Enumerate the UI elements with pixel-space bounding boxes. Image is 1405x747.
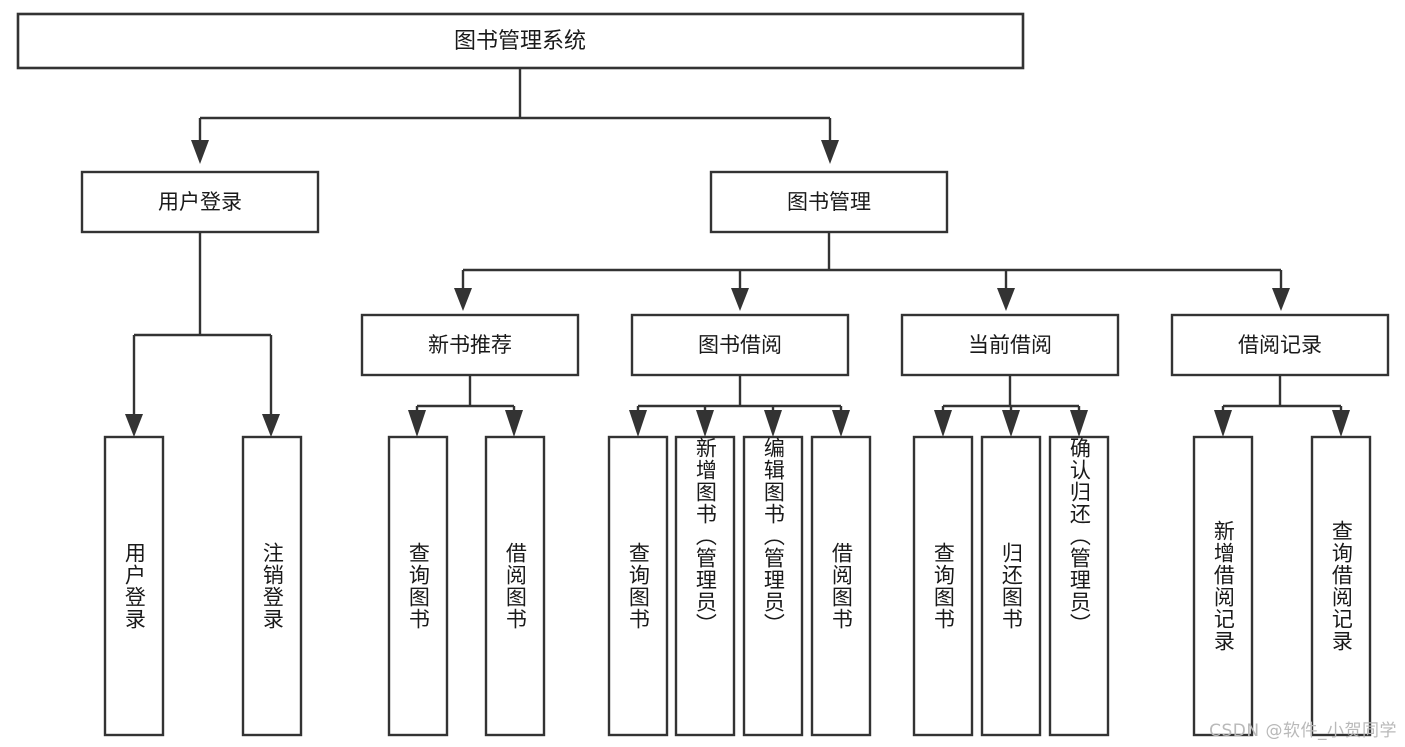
arrow-head-icon	[1002, 410, 1020, 437]
leaf-box-edit-book[interactable]	[742, 435, 804, 737]
arrow-head-icon	[505, 410, 523, 437]
arrow-head-icon	[832, 410, 850, 437]
connector-new-book-recommend-to-leaves	[408, 375, 523, 437]
leaf-box-query-book-3[interactable]	[912, 435, 974, 737]
node-current-borrow[interactable]: 当前借阅	[900, 313, 1120, 377]
arrow-head-icon	[1214, 410, 1232, 437]
arrow-head-icon	[764, 410, 782, 437]
node-root-label: 图书管理系统	[454, 29, 586, 54]
node-borrow-record-label: 借阅记录	[1238, 333, 1322, 357]
arrow-head-icon	[262, 414, 280, 437]
connector-book-borrow-to-leaves	[629, 375, 850, 437]
leaf-box-add-record[interactable]	[1192, 435, 1254, 737]
arrow-head-icon	[629, 410, 647, 437]
leaf-box-add-book[interactable]	[674, 435, 736, 737]
arrow-head-icon	[731, 288, 749, 311]
arrow-head-icon	[125, 414, 143, 437]
node-new-book-recommend-box	[360, 313, 580, 377]
arrow-head-icon	[191, 140, 209, 164]
node-new-book-recommend[interactable]: 新书推荐	[360, 313, 580, 377]
arrow-head-icon	[1332, 410, 1350, 437]
leaf-box-query-book-1[interactable]	[387, 435, 449, 737]
connector-user-login-to-leaves	[125, 232, 280, 437]
leaf-box-borrow-book-2[interactable]	[810, 435, 872, 737]
arrow-head-icon	[934, 410, 952, 437]
node-user-login[interactable]: 用户登录	[80, 170, 320, 234]
connector-book-management-to-level3	[454, 232, 1290, 311]
leaf-box-borrow-book-1[interactable]	[484, 435, 546, 737]
leaf-box-query-book-2[interactable]	[607, 435, 669, 737]
node-current-borrow-box	[900, 313, 1120, 377]
arrow-head-icon	[408, 410, 426, 437]
node-user-login-box	[80, 170, 320, 234]
leaf-box-query-record[interactable]	[1310, 435, 1372, 737]
connector-current-borrow-to-leaves	[934, 375, 1088, 437]
leaf-box-logout-login[interactable]	[241, 435, 303, 737]
connector-root-to-level2	[191, 68, 839, 164]
leaf-box-user-login[interactable]	[103, 435, 165, 737]
arrow-head-icon	[821, 140, 839, 164]
node-borrow-record[interactable]: 借阅记录	[1170, 313, 1390, 377]
watermark-label: CSDN @软件_小贺同学	[1209, 721, 1397, 741]
node-book-management[interactable]: 图书管理	[709, 170, 949, 234]
leaf-box-return-book[interactable]	[980, 435, 1042, 737]
node-user-login-label: 用户登录	[158, 190, 242, 214]
node-book-borrow[interactable]: 图书借阅	[630, 313, 850, 377]
node-root-box	[16, 12, 1025, 70]
node-new-book-recommend-label: 新书推荐	[428, 333, 512, 357]
arrow-head-icon	[696, 410, 714, 437]
arrow-head-icon	[997, 288, 1015, 311]
arrow-head-icon	[1272, 288, 1290, 311]
node-root[interactable]: 图书管理系统	[16, 12, 1025, 70]
connector-borrow-record-to-leaves	[1214, 375, 1350, 437]
leaf-boxes	[103, 435, 1372, 737]
arrow-head-icon	[454, 288, 472, 311]
node-current-borrow-label: 当前借阅	[968, 333, 1052, 357]
arrow-head-icon	[1070, 410, 1088, 437]
node-book-management-label: 图书管理	[787, 190, 871, 214]
leaf-box-confirm-return[interactable]	[1048, 435, 1110, 737]
node-book-borrow-label: 图书借阅	[698, 333, 782, 357]
